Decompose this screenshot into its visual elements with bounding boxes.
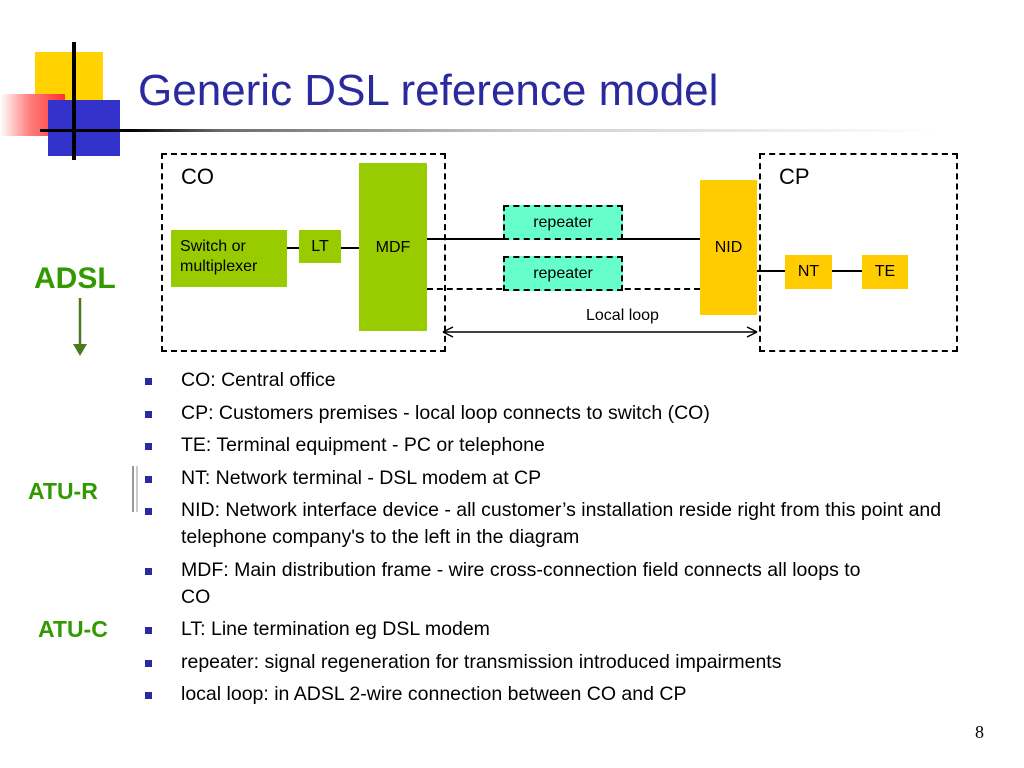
te-box: TE	[862, 255, 908, 289]
lt-box: LT	[299, 230, 341, 263]
bullet-text: TE: Terminal equipment - PC or telephone	[181, 434, 545, 456]
bullet-text: NT: Network terminal - DSL modem at CP	[181, 466, 542, 489]
switch-or-multiplexer-box: Switch or multiplexer	[171, 230, 287, 287]
co-label: CO	[181, 164, 214, 189]
bullet-text: MDF: Main distribution frame - wire cros…	[181, 558, 861, 608]
bullet-item: repeater: signal regeneration for transm…	[145, 649, 1005, 676]
bullet-square-icon	[145, 508, 152, 515]
bullet-square-icon	[145, 567, 152, 575]
nt-box: NT	[785, 255, 832, 289]
bullet-item: NT: Network terminal - DSL modem at CP	[145, 465, 1005, 492]
bullet-text: NID: Network interface device - all cust…	[181, 499, 942, 548]
bullet-item: local loop: in ADSL 2-wire connection be…	[145, 681, 1005, 708]
adsl-label: ADSL	[34, 262, 116, 295]
bullet-text: repeater: signal regeneration for transm…	[181, 650, 782, 673]
repeater-bottom: repeater	[503, 256, 623, 291]
bullet-item: MDF: Main distribution frame - wire cros…	[145, 557, 1005, 611]
page-number: 8	[975, 722, 984, 742]
bullet-square-icon	[145, 378, 152, 385]
local-loop-label: Local loop	[586, 307, 659, 324]
bullet-text: CO: Central office	[181, 369, 336, 391]
nid-nt-wire	[757, 270, 785, 272]
mdf-label: MDF	[375, 239, 411, 256]
repeater-top: repeater	[503, 205, 623, 240]
nid-box: NID	[700, 180, 757, 315]
bullet-square-icon	[145, 627, 152, 634]
bullet-square-icon	[145, 410, 152, 418]
bullet-item: CO: Central office	[145, 367, 1005, 394]
bullet-item: TE: Terminal equipment - PC or telephone	[145, 432, 1005, 459]
atu-c-label: ATU-C	[38, 616, 108, 642]
bullet-item: CP: Customers premises - local loop conn…	[145, 400, 1005, 427]
switch-label: Switch or multiplexer	[180, 238, 258, 275]
lt-mdf-wire	[341, 247, 359, 249]
cp-label: CP	[779, 164, 810, 189]
local-loop-arrow	[442, 326, 758, 338]
bullet-item: NID: Network interface device - all cust…	[145, 497, 1005, 551]
co-region	[161, 153, 446, 352]
cp-region	[759, 153, 958, 352]
bullet-square-icon	[145, 692, 152, 699]
switch-lt-wire	[287, 247, 299, 249]
bullet-text: local loop: in ADSL 2-wire connection be…	[181, 683, 687, 705]
bullet-square-icon	[145, 475, 152, 483]
bullet-square-icon	[145, 659, 152, 667]
logo-vertical-line	[72, 42, 76, 160]
mdf-box: MDF	[359, 163, 427, 331]
bullet-item: LT: Line termination eg DSL modem	[145, 616, 1005, 643]
bullet-text: LT: Line termination eg DSL modem	[181, 618, 490, 640]
nt-te-wire	[832, 270, 862, 272]
bullet-text: CP: Customers premises - local loop conn…	[181, 401, 710, 424]
atu-r-bracket	[132, 466, 138, 512]
logo-blue-square	[48, 100, 120, 156]
slide-title: Generic DSL reference model	[138, 66, 719, 115]
bullet-list: CO: Central office CP: Customers premise…	[145, 367, 1005, 714]
bullet-square-icon	[145, 443, 152, 450]
adsl-down-arrow	[73, 298, 87, 356]
title-underline	[40, 129, 940, 132]
atu-r-label: ATU-R	[28, 478, 98, 504]
